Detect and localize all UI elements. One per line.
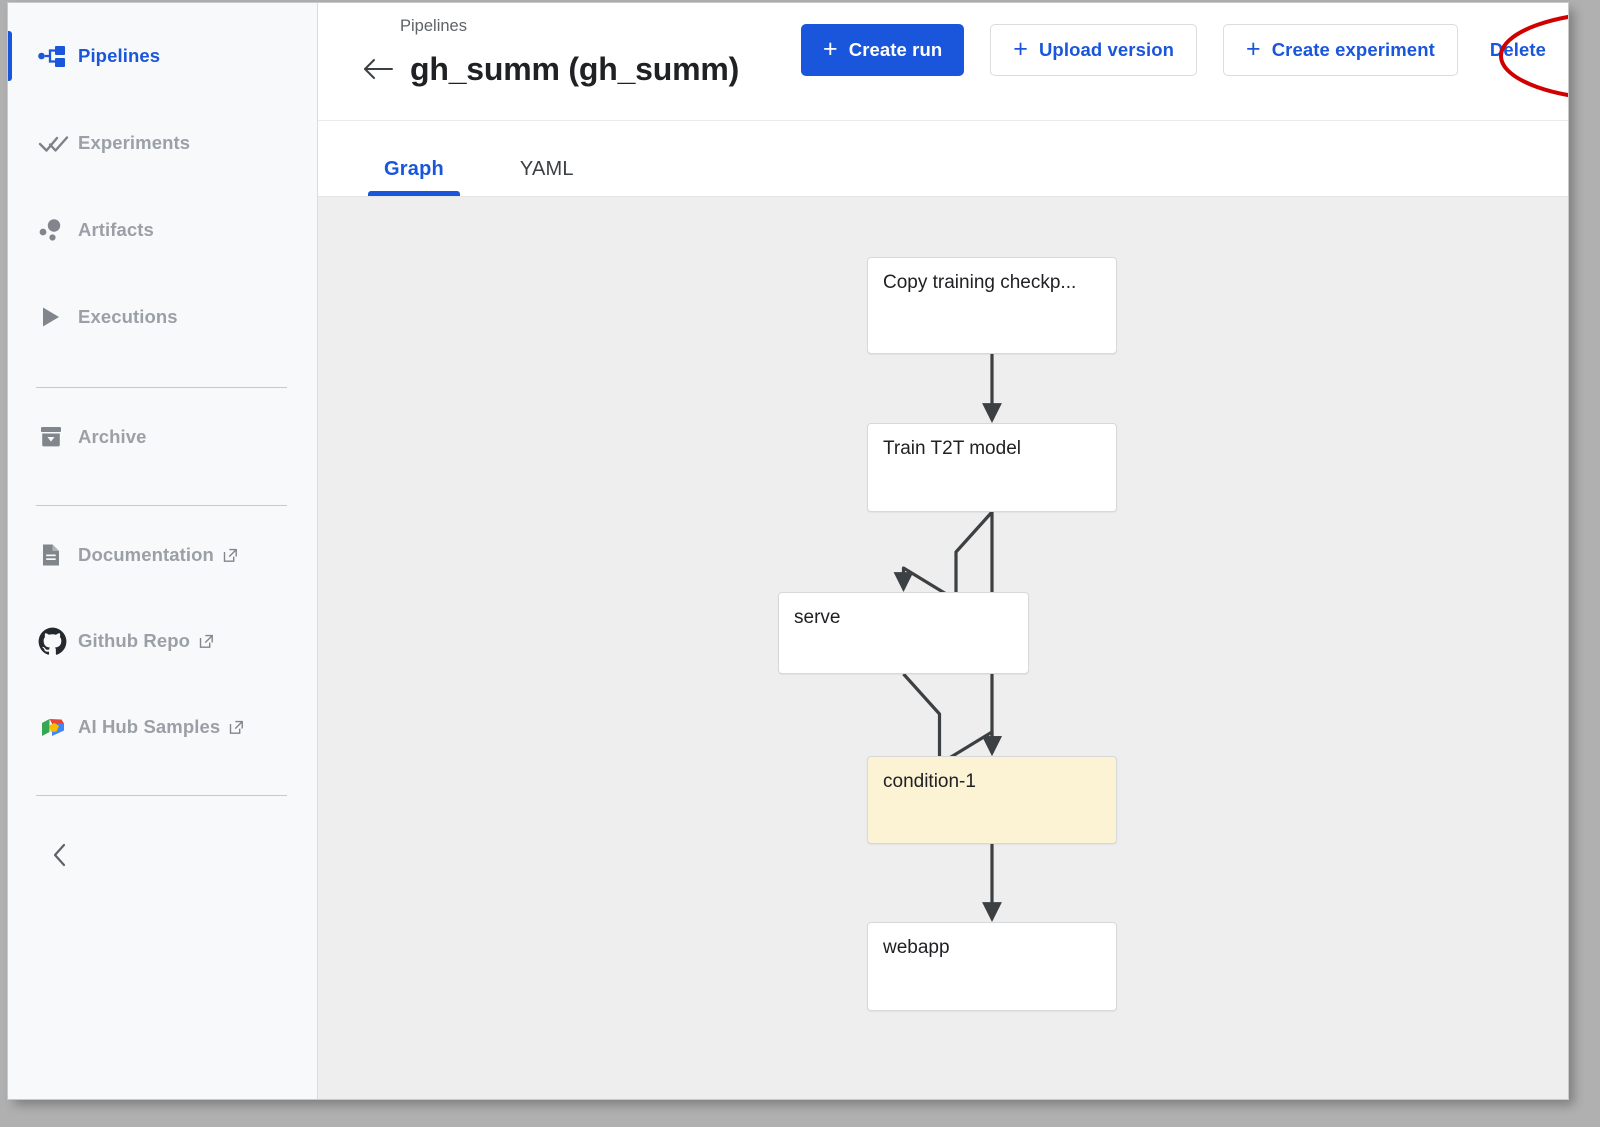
tab-yaml[interactable]: YAML <box>504 158 590 196</box>
sidebar-item-github-repo[interactable]: Github Repo <box>8 611 317 671</box>
sidebar-item-archive[interactable]: Archive <box>8 407 317 467</box>
main-content: Pipelines gh_summ (gh_summ) + Create run… <box>318 3 1568 1099</box>
graph-node-label: Train T2T model <box>883 438 1021 459</box>
sidebar-item-label: Archive <box>78 426 147 447</box>
graph-node-label: condition-1 <box>883 771 976 792</box>
sidebar-collapse-button[interactable] <box>40 835 80 875</box>
graph-node-copy[interactable]: Copy training checkp... <box>867 257 1117 354</box>
upload-version-label: Upload version <box>1038 39 1175 60</box>
graph-edge <box>893 510 994 602</box>
github-icon <box>38 624 78 658</box>
graph-node-label: webapp <box>883 937 950 958</box>
upload-version-button[interactable]: + Upload version <box>990 24 1198 76</box>
sidebar-item-label: AI Hub Samples <box>78 716 221 737</box>
title-row: gh_summ (gh_summ) <box>356 47 739 91</box>
sidebar-item-experiments[interactable]: Experiments <box>8 113 317 173</box>
archive-icon <box>38 420 78 454</box>
sidebar-divider-2 <box>36 505 287 506</box>
page-title: gh_summ (gh_summ) <box>410 50 740 87</box>
graph-node-train[interactable]: Train T2T model <box>867 423 1117 512</box>
tab-graph-label: Graph <box>384 158 444 180</box>
sidebar-divider-1 <box>36 387 287 388</box>
double-check-icon <box>38 126 78 160</box>
sidebar-item-label: Experiments <box>78 132 191 153</box>
delete-button[interactable]: Delete <box>1484 24 1552 76</box>
delete-label: Delete <box>1489 39 1546 60</box>
graph-edge <box>902 672 1002 766</box>
back-arrow-icon <box>364 59 393 79</box>
sidebar-item-artifacts[interactable]: Artifacts <box>8 200 317 260</box>
back-button[interactable] <box>356 47 400 91</box>
graph-node-serve[interactable]: serve <box>778 592 1029 674</box>
sidebar-item-ai-hub-samples[interactable]: AI Hub Samples <box>8 697 317 757</box>
sidebar-item-label: Artifacts <box>78 219 154 240</box>
sidebar-item-label: Pipelines <box>78 45 161 66</box>
tab-graph[interactable]: Graph <box>368 158 460 196</box>
toolbar-actions: + Create run + Upload version + Create e… <box>801 24 1552 76</box>
pipelines-icon <box>38 39 78 73</box>
sidebar-item-label: Github Repo <box>78 630 191 651</box>
plus-icon: + <box>1013 34 1028 63</box>
plus-icon: + <box>1246 34 1261 63</box>
external-link-icon <box>199 634 214 649</box>
graph-node-label: serve <box>794 607 841 628</box>
play-icon <box>38 300 78 334</box>
sidebar-item-executions[interactable]: Executions <box>8 287 317 347</box>
sidebar-item-label: Documentation <box>78 544 214 565</box>
artifacts-icon <box>38 213 78 247</box>
chevron-left-icon <box>53 843 66 867</box>
create-run-label: Create run <box>848 39 943 60</box>
sidebar-item-pipelines[interactable]: Pipelines <box>8 26 317 86</box>
graph-node-label: Copy training checkp... <box>883 272 1077 293</box>
app-window: Pipelines Experiments Artifacts <box>8 3 1568 1099</box>
graph-node-condition[interactable]: condition-1 <box>867 756 1117 844</box>
sidebar-item-documentation[interactable]: Documentation <box>8 525 317 585</box>
create-experiment-label: Create experiment <box>1271 39 1435 60</box>
ai-hub-cube-icon <box>38 710 78 744</box>
page-toolbar: Pipelines gh_summ (gh_summ) + Create run… <box>318 3 1568 121</box>
tab-yaml-label: YAML <box>519 158 574 180</box>
sidebar-divider-3 <box>36 795 287 796</box>
breadcrumb[interactable]: Pipelines <box>400 17 467 35</box>
document-icon <box>38 538 78 572</box>
graph-node-webapp[interactable]: webapp <box>867 922 1117 1011</box>
create-run-button[interactable]: + Create run <box>801 24 965 76</box>
sidebar: Pipelines Experiments Artifacts <box>8 3 318 1099</box>
view-tabs: Graph YAML <box>318 121 1568 197</box>
pipeline-graph-canvas[interactable]: Copy training checkp... Train T2T model se… <box>318 197 1568 1099</box>
external-link-icon <box>223 548 238 563</box>
plus-icon: + <box>823 34 838 63</box>
create-experiment-button[interactable]: + Create experiment <box>1223 24 1458 76</box>
sidebar-item-label: Executions <box>78 306 178 327</box>
external-link-icon <box>229 720 244 735</box>
